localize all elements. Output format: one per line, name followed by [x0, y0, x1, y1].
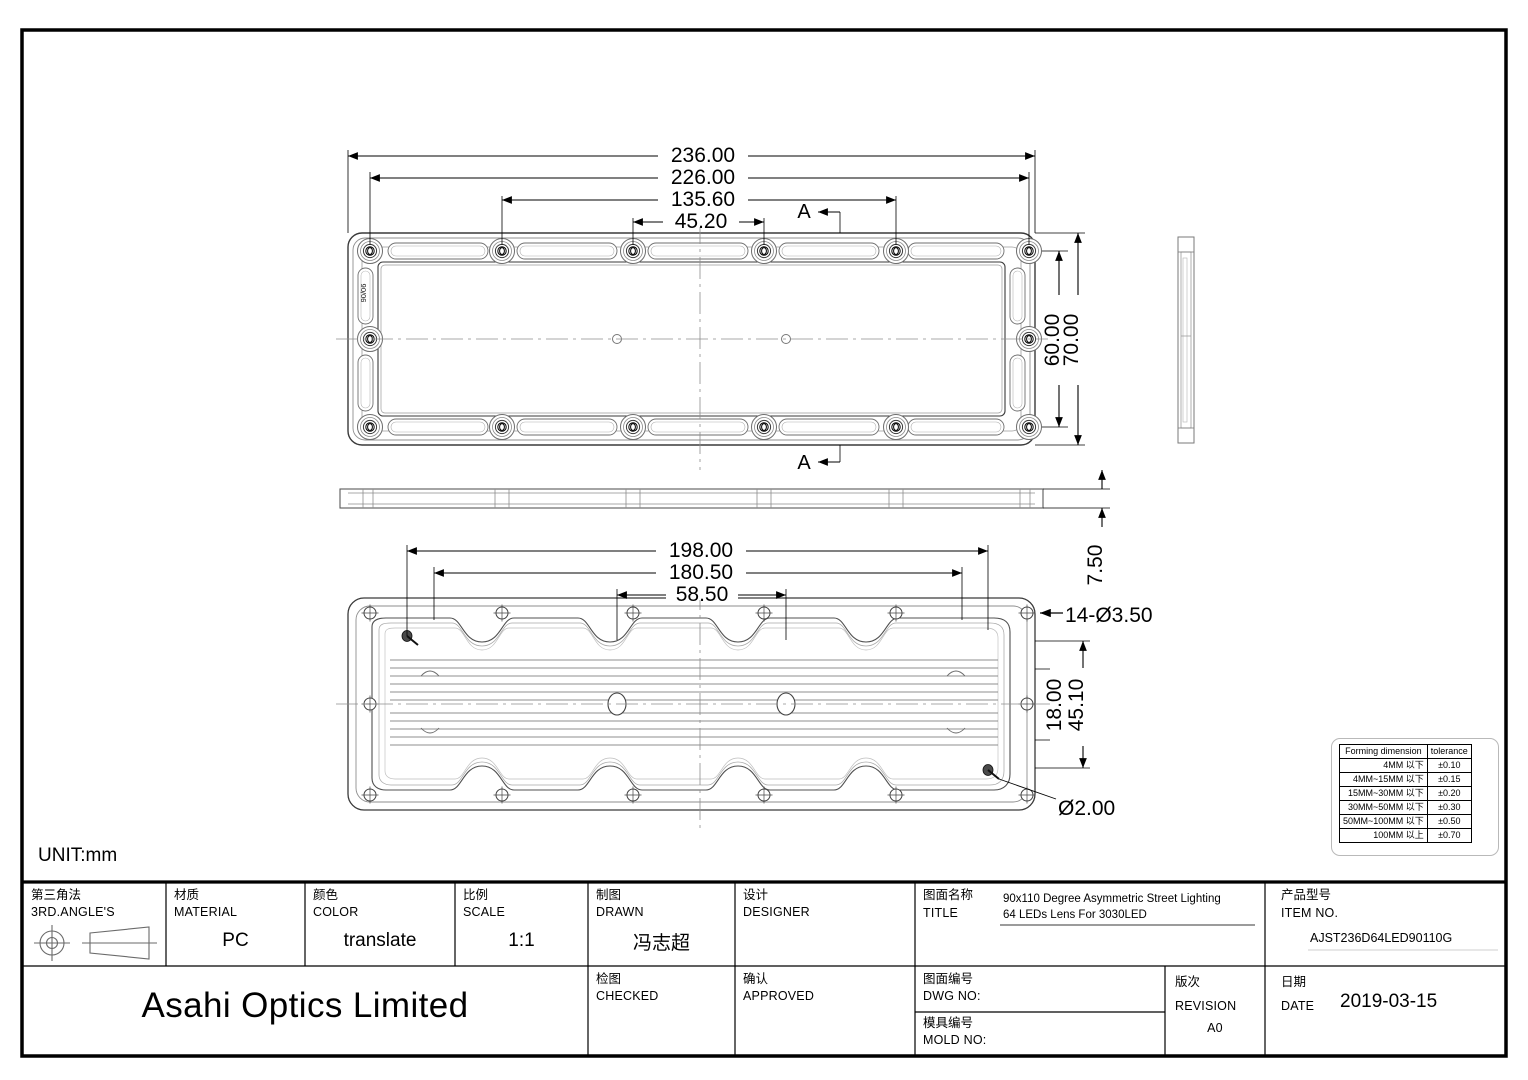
title-block-frame — [22, 880, 1506, 1056]
tolerance-row: 30MM~50MM 以下±0.30 — [1339, 800, 1472, 815]
dim-236: 236.00 — [671, 144, 735, 167]
drawn-label-cn: 制图 — [596, 888, 622, 902]
projection-label-en: 3RD.ANGLE'S — [31, 905, 115, 919]
item-no-label-en: ITEM NO. — [1281, 906, 1339, 920]
callout-label-14-dia350: 14-Ø3.50 — [1065, 604, 1153, 627]
dim-226: 226.00 — [671, 166, 735, 189]
section-marker-a-top — [818, 208, 841, 233]
callout-dia200 — [998, 778, 1057, 800]
designer-label-cn: 设计 — [743, 888, 769, 902]
dim-70-00: 70.00 — [1060, 314, 1083, 367]
tolerance-header-tolerance: tolerance — [1426, 744, 1472, 759]
tolerance-range: 4MM~15MM 以下 — [1339, 772, 1428, 787]
tolerance-value: ±0.50 — [1426, 814, 1472, 829]
tolerance-row: 50MM~100MM 以下±0.50 — [1339, 814, 1472, 829]
tolerance-header-dimension: Forming dimension — [1339, 744, 1428, 759]
dim-198-00: 198.00 — [669, 539, 733, 562]
scale-value: 1:1 — [508, 930, 535, 951]
color-label-en: COLOR — [313, 905, 359, 919]
dim-180-50: 180.50 — [669, 561, 733, 584]
dim-7-50: 7.50 — [1084, 545, 1107, 586]
top-view: 90/06 — [336, 222, 1050, 470]
color-value: translate — [343, 930, 417, 951]
revision-value: A0 — [1207, 1021, 1223, 1035]
material-label-cn: 材质 — [174, 888, 200, 902]
callout-label-dia200: Ø2.00 — [1058, 797, 1115, 820]
tolerance-row: 15MM~30MM 以下±0.20 — [1339, 786, 1472, 801]
projection-label-cn: 第三角法 — [31, 888, 82, 902]
section-label-a-bottom: A — [797, 452, 811, 474]
scale-label-cn: 比例 — [463, 888, 489, 902]
tolerance-range: 50MM~100MM 以下 — [1339, 814, 1428, 829]
checked-label-cn: 检图 — [596, 972, 622, 986]
part-marking-label: 90/06 — [359, 284, 368, 303]
company-name: Asahi Optics Limited — [141, 986, 469, 1025]
dwg-no-label-cn: 图面编号 — [923, 972, 974, 986]
tolerance-row: 100MM 以上±0.70 — [1339, 828, 1472, 843]
checked-label-en: CHECKED — [596, 989, 659, 1003]
date-value: 2019-03-15 — [1340, 991, 1438, 1012]
mold-no-label-en: MOLD NO: — [923, 1033, 987, 1047]
dim-135-60: 135.60 — [671, 188, 735, 211]
designer-label-en: DESIGNER — [743, 905, 810, 919]
tolerance-value: ±0.20 — [1426, 786, 1472, 801]
third-angle-projection-icon — [34, 925, 157, 961]
drawn-label-en: DRAWN — [596, 905, 644, 919]
drawn-value: 冯志超 — [632, 933, 690, 954]
side-elevation-view — [1177, 236, 1195, 444]
dim-58-50: 58.50 — [676, 583, 729, 606]
scale-label-en: SCALE — [463, 905, 505, 919]
approved-label-en: APPROVED — [743, 989, 815, 1003]
section-marker-a-bottom — [818, 445, 841, 466]
tolerance-range: 4MM 以下 — [1339, 758, 1428, 773]
date-label-en: DATE — [1281, 999, 1315, 1013]
title-line-2: 64 LEDs Lens For 3030LED — [1003, 909, 1147, 921]
mold-no-label-cn: 模具编号 — [923, 1016, 974, 1030]
tolerance-table: Forming dimension tolerance 4MM 以下±0.10 … — [1339, 744, 1472, 843]
tolerance-row: 4MM 以下±0.10 — [1339, 758, 1472, 773]
color-label-cn: 颜色 — [313, 888, 339, 902]
dim-18-00: 18.00 — [1043, 679, 1066, 732]
title-line-1: 90x110 Degree Asymmetric Street Lighting — [1003, 893, 1221, 905]
dwg-no-label-en: DWG NO: — [923, 989, 981, 1003]
tolerance-range: 30MM~50MM 以下 — [1339, 800, 1428, 815]
tolerance-value: ±0.30 — [1426, 800, 1472, 815]
tolerance-row: 4MM~15MM 以下±0.15 — [1339, 772, 1472, 787]
section-label-a-top: A — [797, 201, 811, 223]
revision-label-en: REVISION — [1175, 999, 1237, 1013]
unit-label: UNIT:mm — [38, 845, 118, 866]
date-label-cn: 日期 — [1281, 975, 1307, 989]
tolerance-range: 100MM 以上 — [1339, 828, 1428, 843]
tolerance-range: 15MM~30MM 以下 — [1339, 786, 1428, 801]
title-label-cn: 图面名称 — [923, 888, 974, 902]
material-value: PC — [222, 930, 249, 951]
dim-45-10: 45.10 — [1065, 679, 1088, 732]
dim-45-20: 45.20 — [675, 210, 728, 233]
thickness-dimension — [1043, 470, 1110, 527]
front-elevation-view — [339, 488, 1044, 509]
item-no-label-cn: 产品型号 — [1281, 888, 1332, 902]
revision-label-cn: 版次 — [1175, 975, 1201, 989]
item-no-value: AJST236D64LED90110G — [1310, 931, 1453, 945]
dim-60-00: 60.00 — [1041, 314, 1064, 367]
tolerance-value: ±0.70 — [1426, 828, 1472, 843]
tolerance-value: ±0.15 — [1426, 772, 1472, 787]
tolerance-value: ±0.10 — [1426, 758, 1472, 773]
bottom-view — [336, 588, 1050, 830]
material-label-en: MATERIAL — [174, 905, 238, 919]
title-label-en: TITLE — [923, 906, 959, 920]
approved-label-cn: 确认 — [743, 972, 769, 986]
sheet-border — [20, 28, 1508, 1058]
